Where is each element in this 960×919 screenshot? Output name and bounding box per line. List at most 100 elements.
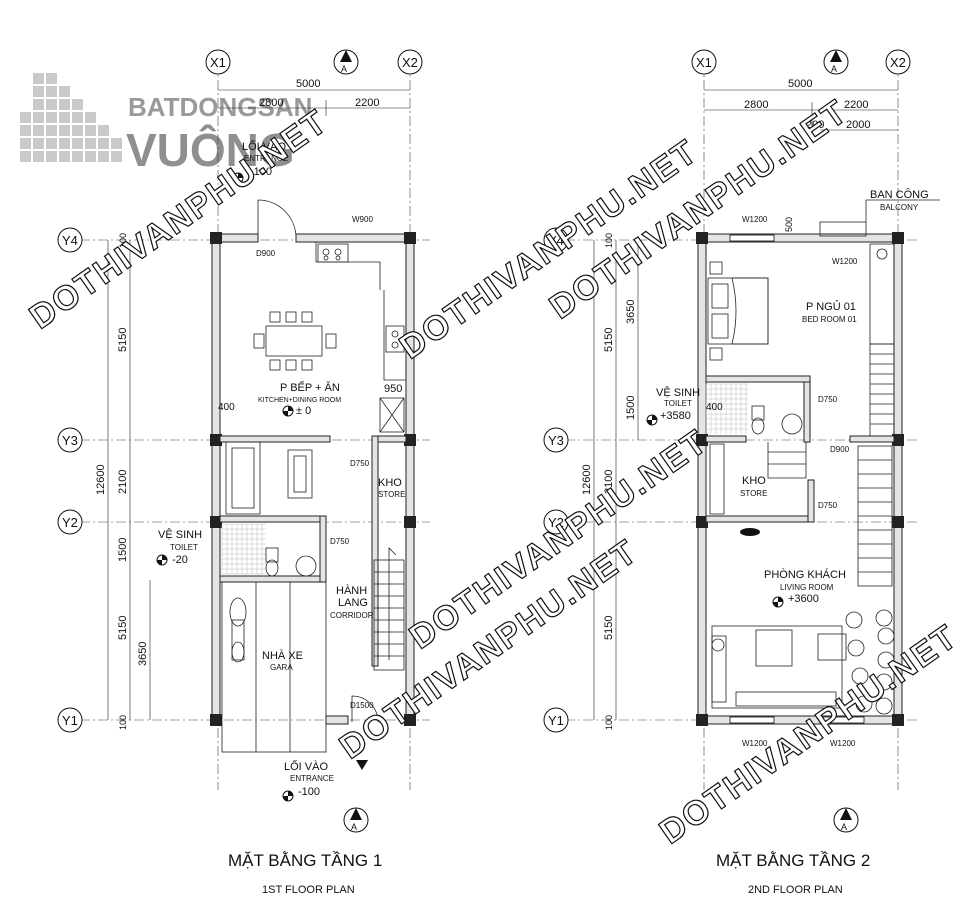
f1-dim-total-v: 12600 [95, 464, 107, 495]
f1-toilet-vi: VỆ SINH [158, 528, 202, 541]
f2-living-lvl: +3600 [788, 593, 819, 605]
f2-toilet-en: TOILET [664, 399, 692, 408]
f2-dim-total: 5000 [788, 78, 812, 90]
f2-tag-w1200d: W1200 [830, 739, 856, 748]
f1-title: MẶT BẰNG TẦNG 1 [228, 851, 382, 870]
f1-entrance-bot-lvl: -100 [298, 786, 320, 798]
f2-grid-y1: Y1 [548, 713, 564, 728]
f1-dim-b: 2200 [355, 97, 379, 109]
f1-entrance-top-en: ENTRANCE [244, 154, 288, 163]
f1-tag-d750b: D750 [330, 537, 350, 546]
logo-line1: BATDONGSAN [128, 92, 312, 122]
f2-balcony-en: BALCONY [880, 203, 919, 212]
f2-store-en: STORE [740, 489, 767, 498]
f1-entrance-top-vi: LỐI VÀO [242, 139, 286, 153]
f1-grid-y3: Y3 [62, 433, 78, 448]
f2-dim-d2: 2100 [603, 470, 615, 494]
f1-toilet-lvl: -20 [172, 554, 188, 566]
f2-dim-b: 2200 [844, 99, 868, 111]
f1-dim-a: 2800 [259, 97, 283, 109]
f2-dim-e: 500 [784, 217, 794, 232]
f2-dim-a: 2800 [744, 99, 768, 111]
f2-tag-w1200b: W1200 [832, 257, 858, 266]
svg-text:A: A [831, 64, 837, 74]
f2-dim-d: 2000 [846, 119, 870, 131]
f1-tag-950: 950 [384, 383, 402, 395]
f1-store-en: STORE [378, 490, 405, 499]
floor2-plan: X1 X2 Y4 Y3 Y2 Y1 A A 5000 2800 2200 200… [543, 49, 940, 896]
svg-text:A: A [841, 822, 847, 832]
f2-living-en: LIVING ROOM [780, 583, 834, 592]
f1-corridor-vi2: LANG [338, 597, 368, 609]
watermarks: DOTHIVANPHU.NET DOTHIVANPHU.NET DOTHIVAN… [22, 92, 960, 853]
f2-toilet-lvl: +3580 [660, 410, 691, 422]
logo-line2: VUÔNG [126, 124, 295, 176]
f1-kitchen-lvl: ± 0 [296, 405, 311, 417]
f1-grid-y1: Y1 [62, 713, 78, 728]
motorbike-icon [229, 597, 247, 663]
f1-entrance-top-lvl: -100 [250, 166, 272, 178]
f2-grid-y2: Y2 [548, 515, 564, 530]
f1-stairs [373, 547, 405, 671]
logo-mosaic-icon [20, 73, 122, 162]
svg-text:A: A [351, 822, 357, 832]
f2-dim-d1: 5150 [603, 328, 615, 352]
f1-dim-e1: 100 [118, 233, 128, 248]
f2-level-markers [646, 414, 784, 608]
f2-living-vi: PHÒNG KHÁCH [764, 568, 846, 581]
f1-dim-total: 5000 [296, 78, 320, 90]
f2-dim-c: 200 [806, 119, 824, 131]
f2-dim-e1: 100 [604, 233, 614, 248]
f2-title: MẶT BẰNG TẦNG 2 [716, 851, 870, 870]
f1-dim-d5: 3650 [137, 642, 149, 666]
f2-living-furniture [711, 609, 895, 715]
f1-entrance-bot-en: ENTRANCE [290, 774, 334, 783]
f1-kitchen-vi: P BẾP + ĂN [280, 381, 340, 394]
f1-grid-y2: Y2 [62, 515, 78, 530]
f1-section-mark-top: A [333, 49, 359, 75]
f1-store-vi: KHO [378, 477, 402, 489]
f2-store-vi: KHO [742, 475, 766, 487]
f1-tag-d900: D900 [256, 249, 276, 258]
f2-dim-d3: 3650 [625, 300, 637, 324]
f1-garage-vi: NHÀ XE [262, 649, 303, 662]
f2-toilet-floor [705, 383, 748, 434]
f2-grid-x1: X1 [696, 55, 712, 70]
f2-bed-vi: P NGỦ 01 [806, 300, 856, 313]
f1-dim-d4: 5150 [117, 616, 129, 640]
f2-toilet-vi: VỆ SINH [656, 386, 700, 399]
f2-tag-w1200a: W1200 [742, 215, 768, 224]
f2-tag-w1200c: W1200 [742, 739, 768, 748]
f2-bed-icon [707, 261, 769, 361]
f1-garage-en: GARA [270, 663, 293, 672]
f1-dim-e2: 100 [118, 715, 128, 730]
f1-entrance-bot-vi: LỐI VÀO [284, 759, 328, 773]
f2-dim-d4: 1500 [625, 396, 637, 420]
f1-tag-d1500: D1500 [350, 701, 374, 710]
floor1-plan: X1 X2 Y4 Y3 Y2 Y1 A A 5000 2800 2200 [57, 49, 430, 896]
logo: BATDONGSAN VUÔNG [20, 73, 312, 176]
f1-corridor-vi: HÀNH [336, 584, 367, 597]
f2-bed-en: BED ROOM 01 [802, 315, 857, 324]
f2-dim-e2: 100 [604, 715, 614, 730]
f2-section-mark-bottom: A [833, 807, 859, 833]
f2-tag-d750b: D750 [818, 501, 838, 510]
f2-stairs [767, 442, 893, 587]
f1-tag-d750a: D750 [350, 459, 370, 468]
f1-tag-w900: W900 [352, 215, 373, 224]
f1-tag-400: 400 [218, 402, 235, 413]
f1-grid-x1: X1 [210, 55, 226, 70]
f2-grid-y4: Y4 [548, 233, 564, 248]
f2-grid-x2: X2 [890, 55, 906, 70]
f2-subtitle: 2ND FLOOR PLAN [748, 884, 843, 896]
f1-grid-y4: Y4 [62, 233, 78, 248]
svg-text:A: A [341, 64, 347, 74]
f1-dim-d3: 1500 [117, 538, 129, 562]
f1-dim-d2: 2100 [117, 470, 129, 494]
f2-tag-d750a: D750 [818, 395, 838, 404]
f2-section-mark-top: A [823, 49, 849, 75]
f1-dim-d1: 5150 [117, 328, 129, 352]
f2-grid-y3: Y3 [548, 433, 564, 448]
f2-tag-d900: D900 [830, 445, 850, 454]
